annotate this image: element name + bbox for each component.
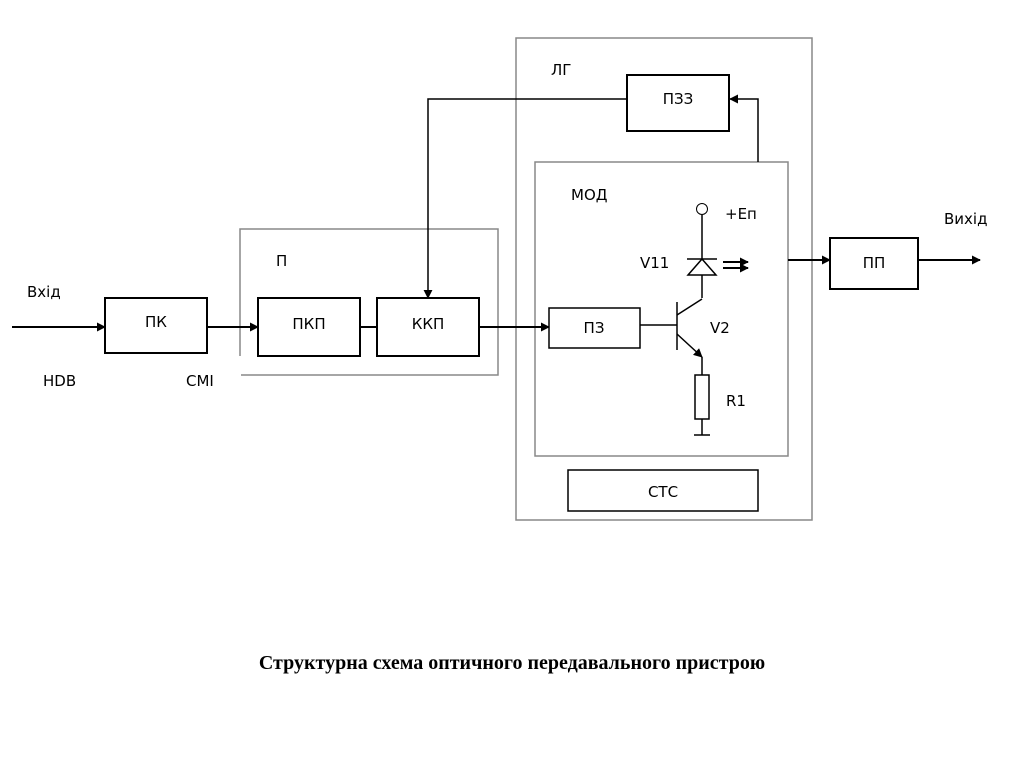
supply-terminal: +Еп [696, 203, 757, 298]
input-code-label: HDB [43, 372, 76, 390]
diode-v11: V11 [640, 254, 718, 276]
transistor-v2: V2 [676, 298, 730, 375]
group-lg: ЛГ [515, 37, 813, 521]
light-emission-icon [723, 257, 749, 273]
group-p: П [239, 228, 499, 376]
block-pp-label: ПП [863, 254, 886, 272]
block-pz-label: ПЗ [584, 319, 605, 337]
group-lg-label: ЛГ [551, 61, 571, 79]
block-pkp: ПКП [257, 297, 361, 357]
diagram-caption: Структурна схема оптичного передавальног… [258, 652, 766, 674]
block-pz: ПЗ [548, 307, 641, 349]
group-mod-label: МОД [571, 186, 607, 204]
block-pzz-label: ПЗЗ [663, 90, 694, 108]
supply-label: +Еп [725, 205, 757, 223]
block-stc: СТС [567, 469, 759, 512]
block-kkp-label: ККП [412, 315, 445, 333]
group-p-label: П [276, 252, 287, 270]
output-label: Вихід [944, 210, 987, 228]
input-label: Вхід [27, 283, 61, 301]
mod-to-pzz-arrow [729, 94, 759, 162]
transistor-label: V2 [710, 319, 730, 337]
block-pkp-label: ПКП [292, 315, 325, 333]
block-pzz: ПЗЗ [626, 74, 730, 132]
resistor-r1: R1 [694, 374, 746, 436]
block-pp: ПП [829, 237, 919, 290]
block-pk-label: ПК [145, 313, 167, 331]
diode-label: V11 [640, 254, 669, 272]
resistor-label: R1 [726, 392, 746, 410]
pzz-to-kkp-arrow [423, 98, 627, 299]
block-pk: ПК [104, 297, 208, 354]
intermediate-code-label: CMI [186, 372, 214, 390]
block-kkp: ККП [376, 297, 480, 357]
block-stc-label: СТС [648, 483, 678, 501]
group-mod: МОД [534, 161, 789, 457]
